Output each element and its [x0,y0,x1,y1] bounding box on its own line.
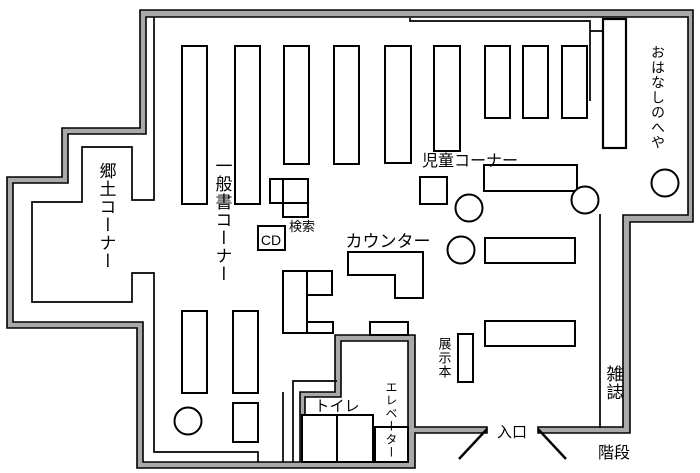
label-magazines: 雑誌 [604,365,624,401]
bookshelf [234,45,261,205]
cd-shelf-box [257,225,286,251]
service-counter [347,251,424,299]
counter-shelf [306,321,334,334]
reading-table [454,193,484,223]
label-elevator: エレベーター [384,381,398,459]
reading-table [650,168,680,198]
bookshelf [232,310,259,394]
children-shelf [484,320,576,347]
search-kiosk [269,178,309,204]
bookshelf [283,45,310,165]
counter-shelf [369,321,409,336]
partition-wall [601,17,628,150]
label-storytelling-room: おはなしのへや [650,45,666,150]
bookshelf [181,45,208,205]
children-shelf [419,176,448,205]
children-shelf [483,164,578,192]
left-interior-wall-line [31,17,259,462]
label-entrance: 入口 [497,424,527,441]
elevator-cabin [374,426,409,463]
entrance-door-right-line [537,428,567,460]
label-cd: CD [261,232,281,248]
reading-table [446,235,476,265]
entrance-door-left-line [458,428,488,460]
bookshelf [484,45,511,119]
children-shelf [484,237,576,264]
reading-table [173,406,203,436]
bookshelf [561,45,588,119]
counter-shelf [306,270,333,296]
bookshelf [522,45,549,119]
label-counter: カウンター [346,232,431,251]
display-books-stand [457,333,474,383]
search-kiosk [282,202,309,218]
bookshelf [181,310,208,394]
counter-shelf [282,270,308,334]
reading-table [570,185,600,215]
bookshelf [433,45,461,152]
label-stairs: 階段 [598,444,630,462]
label-children-corner: 児童コーナー [422,151,518,170]
label-search: 検索 [289,219,315,234]
bookshelf [333,45,360,165]
bookshelf [232,402,259,443]
label-toilet: トイレ [314,398,359,415]
toilet-interior-wall-line [282,380,337,462]
label-general-books-corner: 一般書コーナー [213,157,233,283]
label-kyodo-corner: 郷土コーナー [97,162,117,270]
top-interior-wall-line [409,18,603,101]
bookshelf [384,45,412,164]
label-display-books: 展示本 [437,337,452,379]
